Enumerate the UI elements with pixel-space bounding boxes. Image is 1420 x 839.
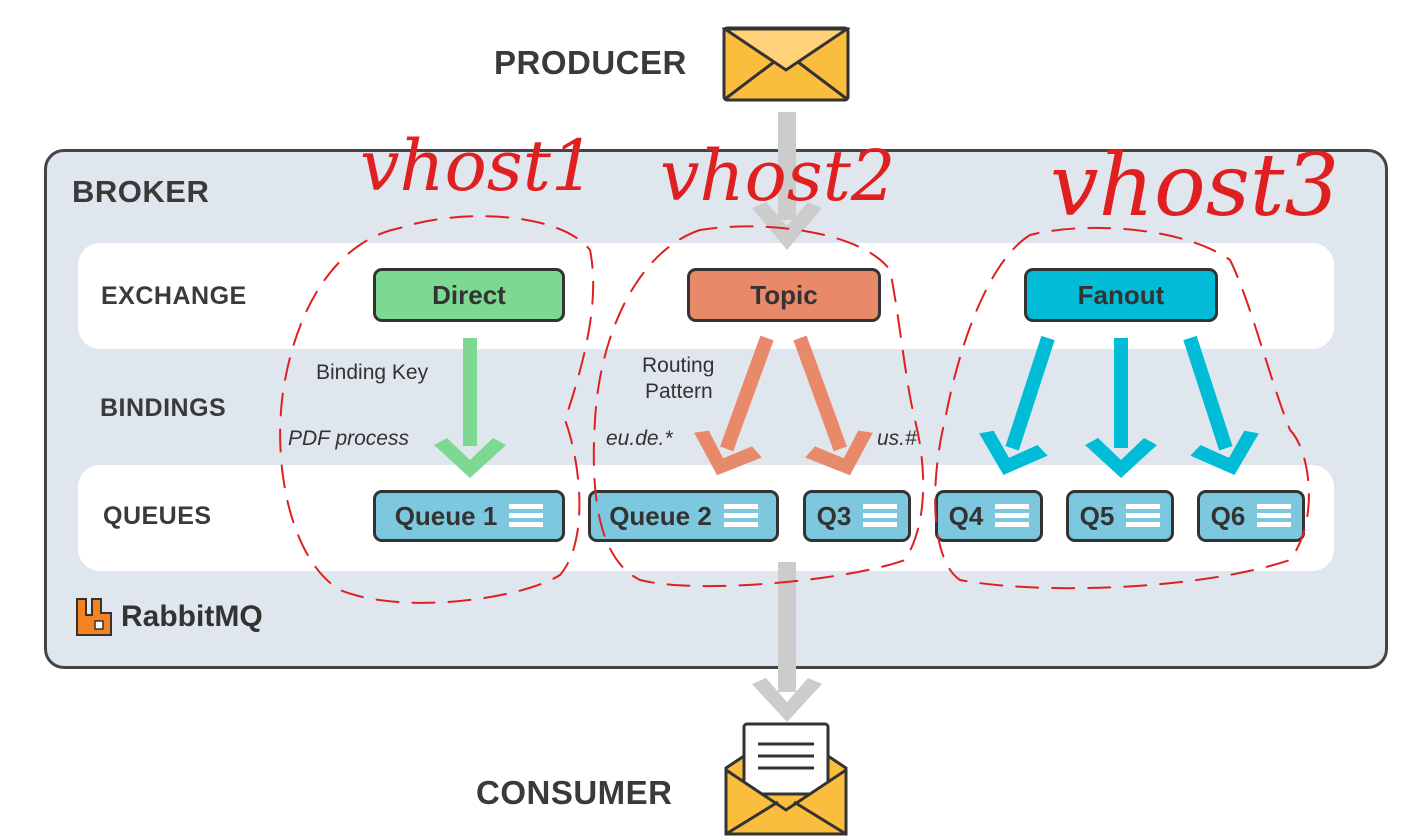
envelope-icon — [722, 26, 850, 102]
row-label-exchange: EXCHANGE — [101, 282, 247, 310]
binding-eu-de: eu.de.* — [606, 427, 673, 450]
queue-label: Queue 2 — [609, 500, 712, 531]
routing-pattern-label-1: Routing — [642, 354, 715, 377]
queue-2[interactable]: Queue 2 — [588, 490, 779, 542]
queue-4[interactable]: Q4 — [935, 490, 1043, 542]
queue-6[interactable]: Q6 — [1197, 490, 1305, 542]
queue-5[interactable]: Q5 — [1066, 490, 1174, 542]
list-icon — [1126, 503, 1161, 529]
list-icon — [723, 503, 758, 529]
queue-label: Q3 — [816, 500, 852, 531]
fanout-binding-arrow-middle — [1085, 338, 1157, 478]
queue-label: Q5 — [1079, 500, 1115, 531]
binding-key-label: Binding Key — [316, 361, 429, 384]
topic-binding-arrow-right — [793, 335, 873, 476]
open-envelope-icon — [724, 722, 848, 836]
fanout-binding-arrow-right — [1183, 335, 1259, 475]
rabbitmq-logo-icon — [76, 598, 112, 636]
routing-pattern-label-2: Pattern — [645, 380, 713, 403]
queue-label: Q4 — [948, 500, 984, 531]
list-icon — [509, 503, 544, 529]
queue-1[interactable]: Queue 1 — [373, 490, 565, 542]
broker-title: BROKER — [72, 174, 210, 209]
list-icon — [995, 503, 1030, 529]
topic-binding-arrow-left — [694, 335, 774, 476]
direct-binding-arrow — [434, 338, 506, 478]
queue-label: Queue 1 — [394, 500, 498, 531]
producer-label: PRODUCER — [494, 44, 687, 81]
queue-3[interactable]: Q3 — [803, 490, 911, 542]
fanout-binding-arrow-left — [979, 335, 1055, 475]
consumer-arrow — [752, 562, 822, 722]
producer-arrow — [752, 112, 822, 250]
list-icon — [1257, 503, 1292, 529]
exchange-topic[interactable]: Topic — [687, 268, 881, 322]
row-label-bindings: BINDINGS — [100, 394, 227, 422]
binding-us: us.# — [877, 427, 917, 450]
queue-label: Q6 — [1210, 500, 1246, 531]
consumer-label: CONSUMER — [476, 774, 673, 811]
rabbitmq-brand: RabbitMQ — [121, 600, 263, 633]
list-icon — [863, 503, 898, 529]
binding-pdf-process: PDF process — [288, 427, 409, 450]
exchange-fanout[interactable]: Fanout — [1024, 268, 1218, 322]
row-label-queues: QUEUES — [103, 502, 212, 530]
exchange-direct[interactable]: Direct — [373, 268, 565, 322]
